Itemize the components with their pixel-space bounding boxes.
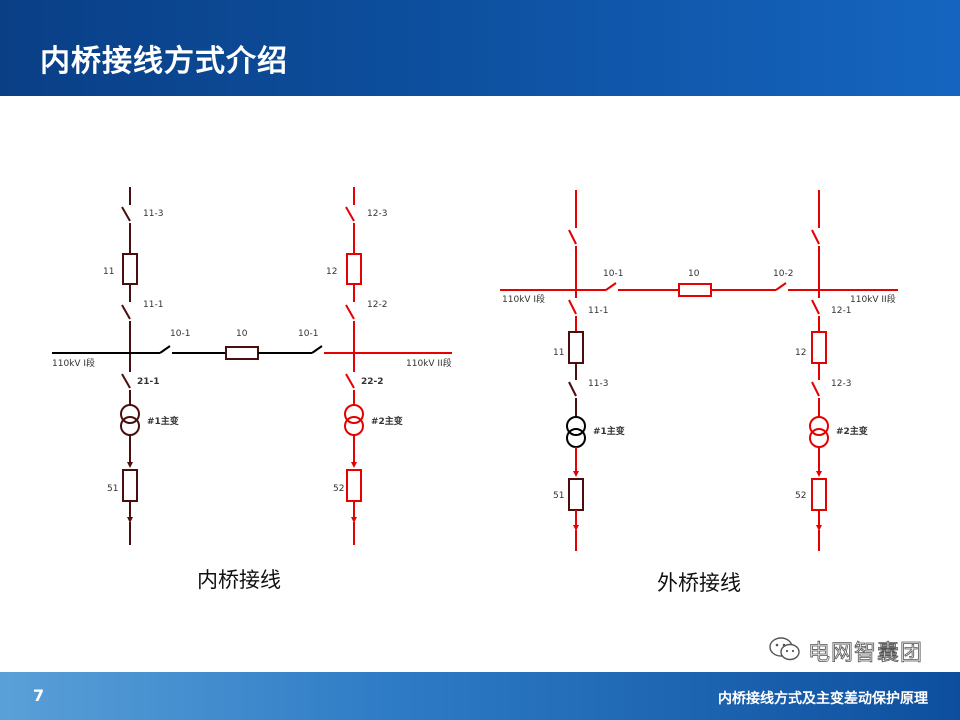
label-bridge-switch-right: 10-1	[298, 329, 318, 339]
incoming-switch-right	[811, 229, 820, 245]
outer-left-feeder	[566, 290, 586, 551]
breaker-51	[122, 469, 138, 502]
breaker-52	[346, 469, 362, 502]
label-11-3: 11-3	[143, 209, 163, 219]
label-bus-2: 110kV II段	[406, 357, 452, 369]
slide-title: 内桥接线方式介绍	[40, 44, 288, 79]
outer-switch-11-1	[568, 299, 577, 315]
outer-switch-12-1	[811, 299, 820, 315]
inner-bridge-diagram: 11-3 11 11-1 21-1 #1主变 51 12-3 12 12-2 2…	[52, 187, 452, 592]
outer-label-11-3: 11-3	[588, 379, 608, 389]
outer-transformer-2-lv	[809, 428, 829, 448]
outer-bus-bridge	[500, 282, 898, 297]
label-bridge-switch-left: 10-1	[170, 329, 190, 339]
outer-breaker-51	[568, 478, 584, 511]
transformer-2-winding-hv	[344, 404, 364, 424]
label-transformer-2: #2主变	[371, 415, 403, 427]
disconnect-switch-21-1	[121, 373, 131, 389]
outer-label-bridge-switch-left: 10-1	[603, 269, 623, 279]
outer-breaker-12	[811, 331, 827, 364]
label-breaker-11: 11	[103, 267, 114, 277]
outer-label-breaker-51: 51	[553, 491, 564, 501]
outer-incoming-lines	[568, 190, 820, 290]
outer-bridge-diagram: 10-1 10 10-2 110kV I段 110kV II段 11-1 11 …	[500, 190, 898, 595]
disconnect-switch-11-1	[121, 304, 131, 320]
label-22-2: 22-2	[361, 377, 384, 387]
disconnect-switch-11-3	[121, 206, 131, 222]
inner-left-feeder	[120, 187, 140, 545]
label-21-1: 21-1	[137, 377, 160, 387]
transformer-2-winding-lv	[344, 416, 364, 436]
label-breaker-52: 52	[333, 484, 344, 494]
outer-label-breaker-12: 12	[795, 348, 806, 358]
outer-label-bus-2: 110kV II段	[850, 293, 896, 305]
inner-right-feeder	[344, 187, 364, 545]
label-11-1: 11-1	[143, 300, 163, 310]
outer-bridge-switch-left	[605, 282, 617, 291]
outer-breaker-11	[568, 331, 584, 364]
breaker-11	[122, 253, 138, 285]
label-breaker-12: 12	[326, 267, 337, 277]
label-transformer-1: #1主变	[147, 415, 179, 427]
title-bar	[0, 0, 960, 96]
footer-bar	[0, 672, 960, 720]
inner-bus-bridge	[52, 345, 452, 360]
caption-inner-bridge: 内桥接线	[197, 568, 281, 592]
label-bridge-breaker: 10	[236, 329, 248, 339]
label-12-3: 12-3	[367, 209, 387, 219]
outer-switch-11-3	[568, 381, 577, 397]
disconnect-switch-12-3	[345, 206, 355, 222]
outer-breaker-52	[811, 478, 827, 511]
outer-label-transformer-1: #1主变	[593, 425, 625, 437]
outer-transformer-1-lv	[566, 428, 586, 448]
footer-title: 内桥接线方式及主变差动保护原理	[718, 691, 928, 707]
outer-switch-12-3	[811, 381, 820, 397]
outer-label-bridge-breaker: 10	[688, 269, 700, 279]
outer-label-11-1: 11-1	[588, 306, 608, 316]
breaker-12	[346, 253, 362, 285]
disconnect-switch-22-2	[345, 373, 355, 389]
wechat-icon	[768, 636, 802, 666]
caption-outer-bridge: 外桥接线	[657, 571, 741, 595]
bridge-switch-left	[159, 345, 171, 354]
outer-label-12-1: 12-1	[831, 306, 851, 316]
outer-bridge-breaker-10	[678, 283, 712, 297]
label-12-2: 12-2	[367, 300, 387, 310]
outer-label-bridge-switch-right: 10-2	[773, 269, 793, 279]
watermark-text: 电网智囊团	[808, 641, 924, 667]
page-number: 7	[33, 686, 45, 705]
outer-label-breaker-52: 52	[795, 491, 806, 501]
transformer-1-winding-lv	[120, 416, 140, 436]
outer-label-breaker-11: 11	[553, 348, 564, 358]
bridge-breaker-10	[225, 346, 259, 360]
outer-transformer-1-hv	[566, 416, 586, 436]
label-breaker-51: 51	[107, 484, 118, 494]
incoming-switch-left	[568, 229, 577, 245]
outer-right-feeder	[809, 290, 829, 551]
watermark: 电网智囊团	[768, 634, 923, 668]
bridge-switch-right	[311, 345, 323, 354]
transformer-1-winding-hv	[120, 404, 140, 424]
outer-transformer-2-hv	[809, 416, 829, 436]
label-bus-1: 110kV I段	[52, 357, 95, 369]
outer-label-12-3: 12-3	[831, 379, 851, 389]
outer-label-transformer-2: #2主变	[836, 425, 868, 437]
outer-bridge-switch-right	[775, 282, 787, 291]
disconnect-switch-12-2	[345, 304, 355, 320]
outer-label-bus-1: 110kV I段	[502, 293, 545, 305]
